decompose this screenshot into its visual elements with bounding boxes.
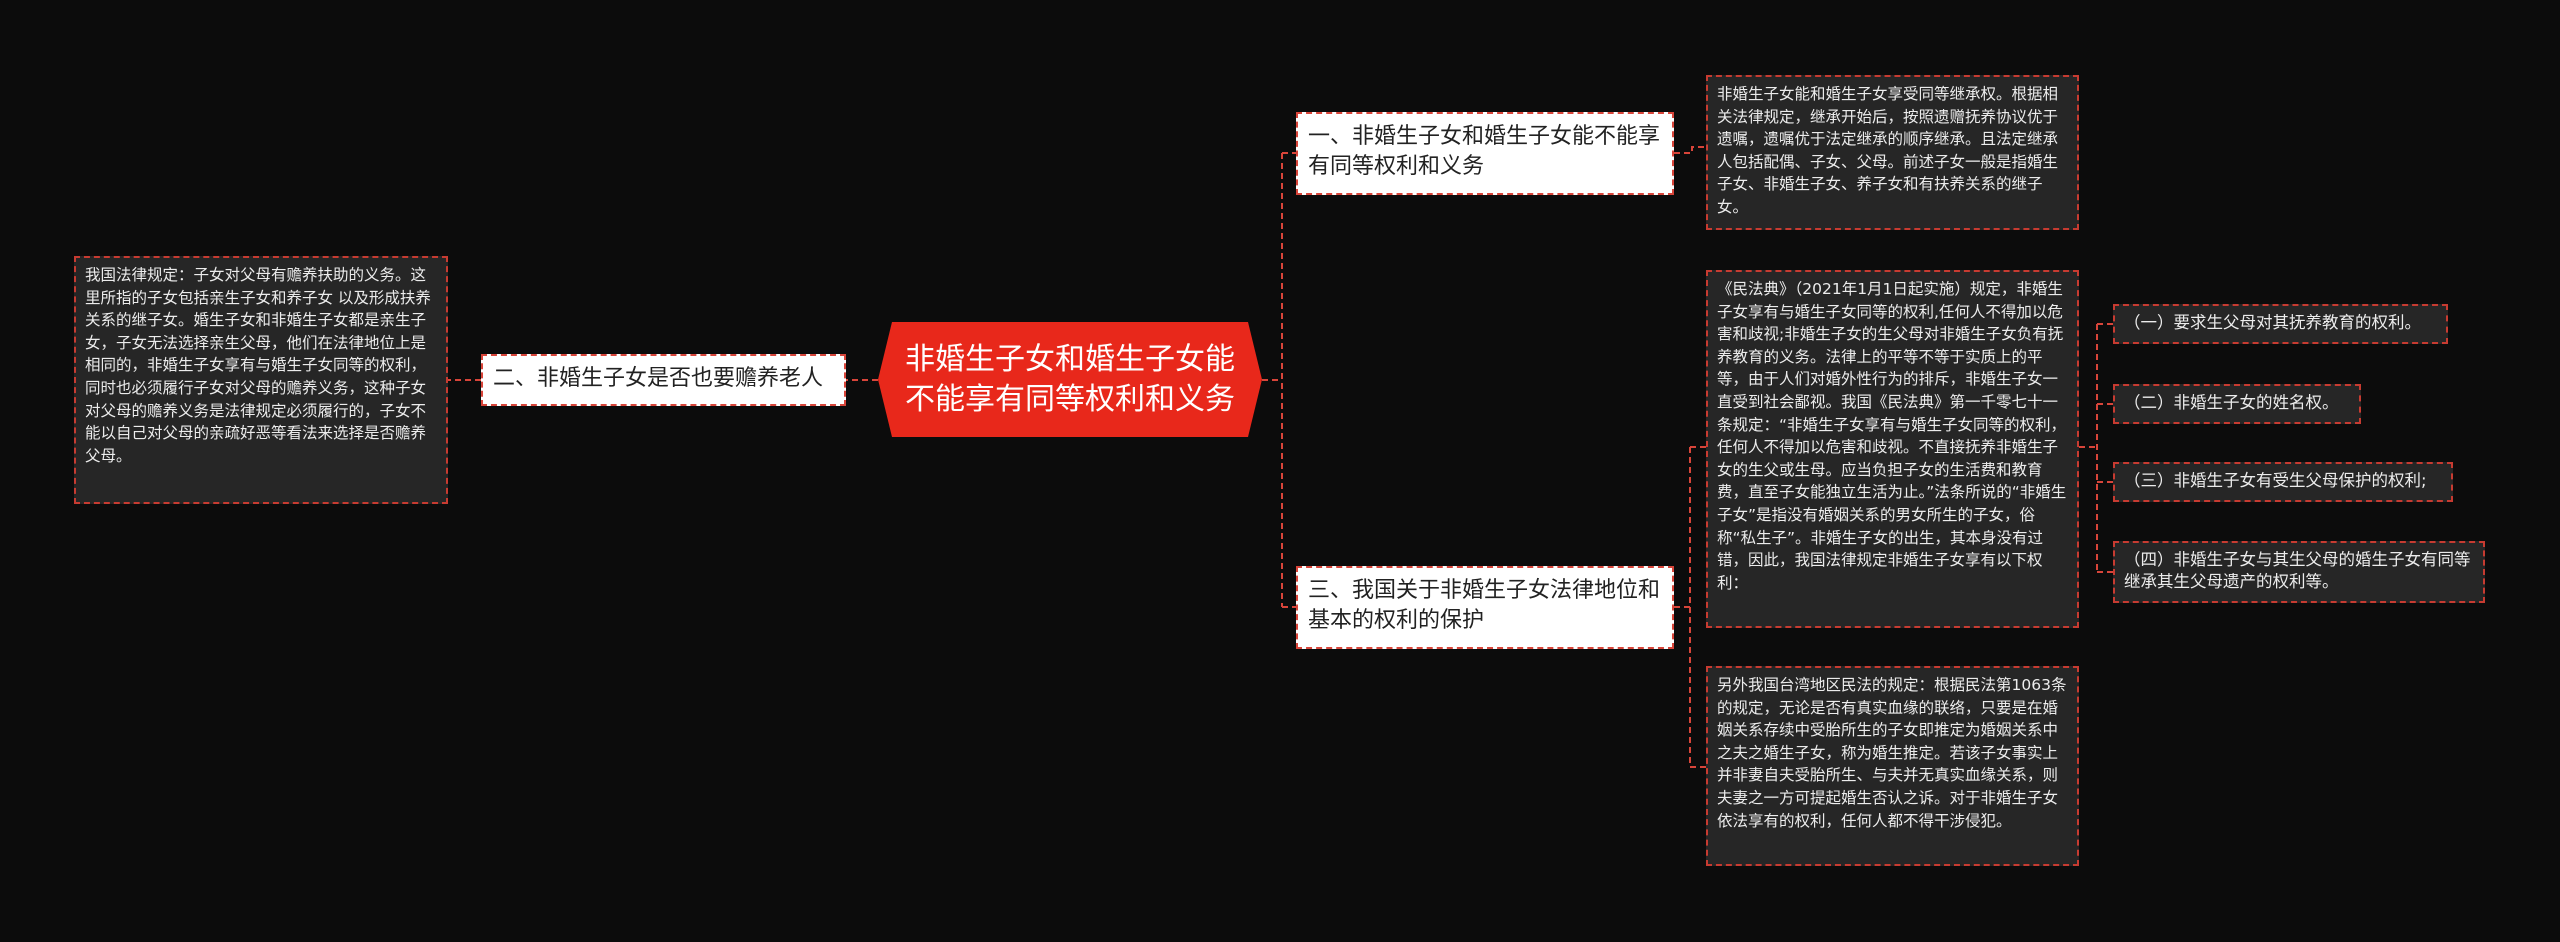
right-item-upbringing-label: （一）要求生父母对其抚养教育的权利。: [2124, 313, 2421, 332]
right-item-upbringing[interactable]: （一）要求生父母对其抚养教育的权利。: [2113, 304, 2448, 344]
branch-support-elders[interactable]: 二、非婚生子女是否也要赡养老人: [481, 354, 846, 406]
central-topic-label: 非婚生子女和婚生子女能不能享有同等权利和义务: [905, 341, 1235, 417]
leaf-civil-code[interactable]: 《民法典》（2021年1月1日起实施）规定，非婚生子女享有与婚生子女同等的权利,…: [1706, 270, 2079, 628]
leaf-taiwan-civil-law[interactable]: 另外我国台湾地区民法的规定：根据民法第1063条的规定，无论是否有真实血缘的联络…: [1706, 666, 2079, 866]
leaf-support-obligation-text: 我国法律规定：子女对父母有赡养扶助的义务。这里所指的子女包括亲生子女和养子女 以…: [85, 266, 431, 465]
branch-legal-protection[interactable]: 三、我国关于非婚生子女法律地位和基本的权利的保护: [1296, 566, 1674, 649]
connector-branch-1-leaf: [1674, 146, 1706, 154]
branch-equal-rights[interactable]: 一、非婚生子女和婚生子女能不能享有同等权利和义务: [1296, 112, 1674, 195]
central-topic[interactable]: 非婚生子女和婚生子女能不能享有同等权利和义务: [878, 322, 1262, 437]
branch-equal-rights-label: 一、非婚生子女和婚生子女能不能享有同等权利和义务: [1308, 124, 1661, 179]
right-item-inheritance-label: （四）非婚生子女与其生父母的婚生子女有同等继承其生父母遗产的权利等。: [2124, 550, 2471, 591]
right-item-protection[interactable]: （三）非婚生子女有受生父母保护的权利;: [2113, 462, 2453, 502]
branch-legal-protection-label: 三、我国关于非婚生子女法律地位和基本的权利的保护: [1308, 578, 1661, 633]
branch-support-elders-label: 二、非婚生子女是否也要赡养老人: [493, 366, 824, 391]
leaf-taiwan-civil-law-text: 另外我国台湾地区民法的规定：根据民法第1063条的规定，无论是否有真实血缘的联络…: [1717, 676, 2067, 830]
leaf-inheritance-rights-text: 非婚生子女能和婚生子女享受同等继承权。根据相关法律规定，继承开始后，按照遗赠抚养…: [1717, 85, 2059, 216]
right-item-name[interactable]: （二）非婚生子女的姓名权。: [2113, 384, 2361, 424]
right-item-inheritance[interactable]: （四）非婚生子女与其生父母的婚生子女有同等继承其生父母遗产的权利等。: [2113, 541, 2485, 603]
right-item-protection-label: （三）非婚生子女有受生父母保护的权利;: [2124, 471, 2427, 490]
leaf-inheritance-rights[interactable]: 非婚生子女能和婚生子女享受同等继承权。根据相关法律规定，继承开始后，按照遗赠抚养…: [1706, 75, 2079, 230]
leaf-civil-code-text: 《民法典》（2021年1月1日起实施）规定，非婚生子女享有与婚生子女同等的权利,…: [1717, 280, 2067, 592]
leaf-support-obligation[interactable]: 我国法律规定：子女对父母有赡养扶助的义务。这里所指的子女包括亲生子女和养子女 以…: [74, 256, 448, 504]
right-item-name-label: （二）非婚生子女的姓名权。: [2124, 393, 2339, 412]
